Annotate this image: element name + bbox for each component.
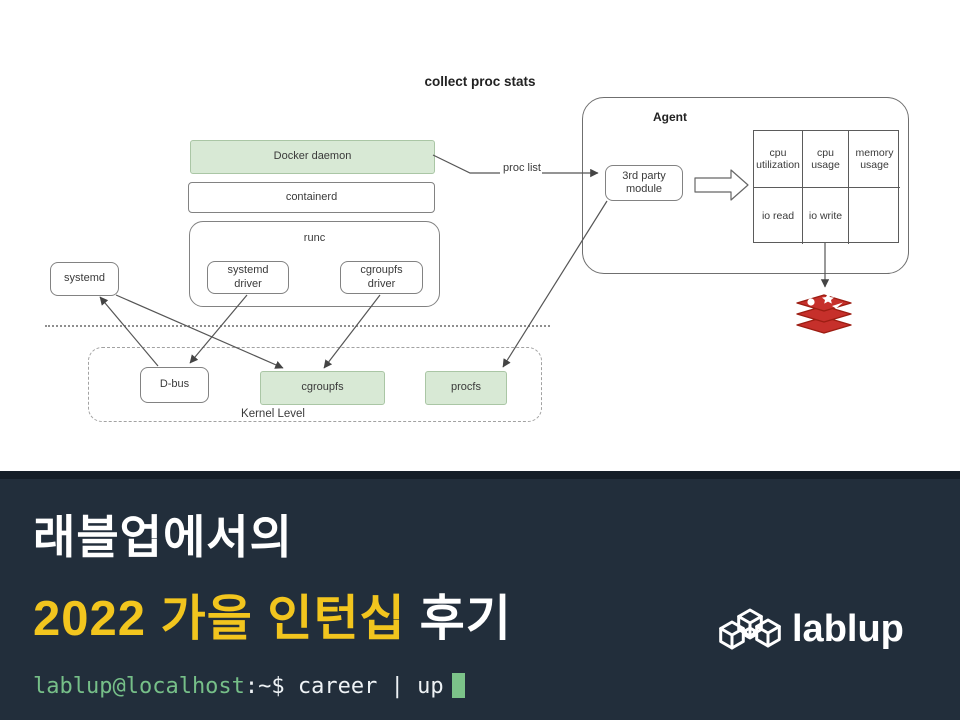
- terminal-cursor: [451, 672, 465, 698]
- terminal-command: career | up: [297, 674, 444, 699]
- proc-list-label: proc list: [503, 162, 541, 174]
- terminal-path: :~$: [244, 674, 298, 699]
- metrics-cell: [849, 188, 900, 244]
- metrics-cell: io write: [803, 188, 849, 244]
- container-runc: runc: [189, 221, 440, 307]
- lablup-mark-icon: [719, 608, 781, 650]
- title-highlight: 2022 가을 인턴십: [33, 592, 406, 646]
- slide-title-line1: 래블업에서의: [33, 511, 293, 563]
- node-cgroupfs-driver: cgroupfs driver: [340, 261, 423, 294]
- metrics-table: cpu utilization cpu usage memory usage i…: [753, 130, 900, 244]
- metrics-cell: memory usage: [849, 131, 900, 188]
- title-rest: 후기: [419, 592, 512, 646]
- proc-stats-diagram: collect proc stats Docker daemon contain…: [45, 74, 909, 422]
- node-dbus: D-bus: [140, 367, 209, 403]
- lablup-wordmark: lablup: [792, 607, 904, 650]
- userspace-kernel-separator: [45, 325, 550, 327]
- terminal-prompt: lablup@localhost:~$ career | up: [33, 672, 512, 699]
- metrics-cell: cpu utilization: [754, 131, 803, 188]
- container-agent: Agent: [582, 97, 909, 274]
- node-docker-daemon: Docker daemon: [190, 140, 435, 174]
- container-kernel-level: Kernel Level: [88, 347, 542, 422]
- kernel-level-label: Kernel Level: [241, 408, 305, 420]
- diagram-title: collect proc stats: [424, 74, 536, 89]
- node-3rd-party-module: 3rd party module: [605, 165, 683, 201]
- terminal-user: lablup@localhost: [33, 674, 245, 699]
- metrics-cell: cpu usage: [803, 131, 849, 188]
- lablup-logo: lablup: [716, 600, 904, 658]
- redis-logo-icon: [796, 293, 852, 334]
- agent-label: Agent: [653, 110, 687, 124]
- node-systemd-driver: systemd driver: [207, 261, 289, 294]
- node-systemd: systemd: [50, 262, 119, 296]
- node-containerd: containerd: [188, 182, 435, 213]
- runc-label: runc: [303, 232, 326, 244]
- node-cgroupfs: cgroupfs: [260, 371, 385, 405]
- metrics-cell: io read: [754, 188, 803, 244]
- node-procfs: procfs: [425, 371, 507, 405]
